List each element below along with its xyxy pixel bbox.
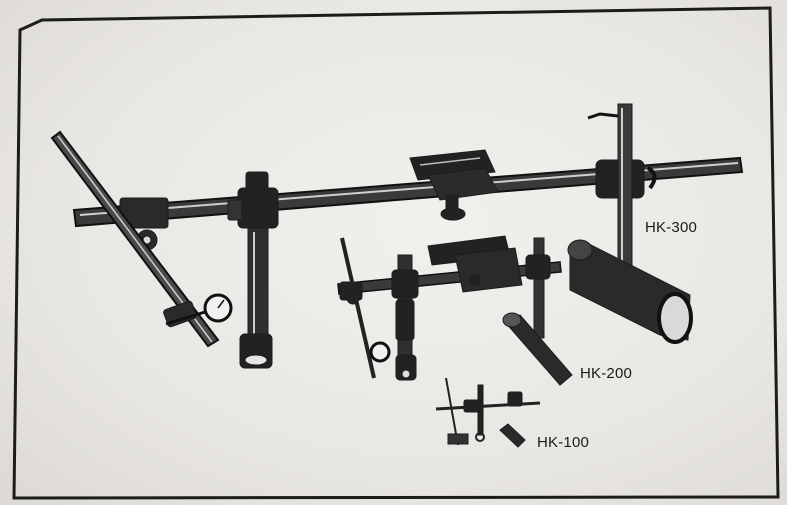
hk200-label: HK-200	[580, 365, 633, 382]
hk300-label: HK-300	[645, 219, 698, 236]
hk100-assembly	[435, 377, 541, 448]
hk200-pipe-section	[502, 312, 573, 386]
hk300-center-clamp	[409, 149, 499, 221]
hk300-pipe-section	[567, 239, 693, 344]
hk200-right-post	[533, 237, 545, 339]
hk200-assembly	[337, 235, 573, 386]
frame-border	[12, 6, 780, 500]
hk300-assembly	[50, 103, 744, 369]
hk100-pipe-section	[499, 423, 526, 448]
hk200-probe-rod	[340, 237, 376, 379]
hk300-vertical-column	[247, 227, 269, 347]
hk100-main-bar	[435, 401, 541, 411]
hk200-dial-gauge	[369, 341, 391, 363]
hk100-label: HK-100	[537, 434, 590, 451]
hk300-right-post	[617, 103, 633, 285]
